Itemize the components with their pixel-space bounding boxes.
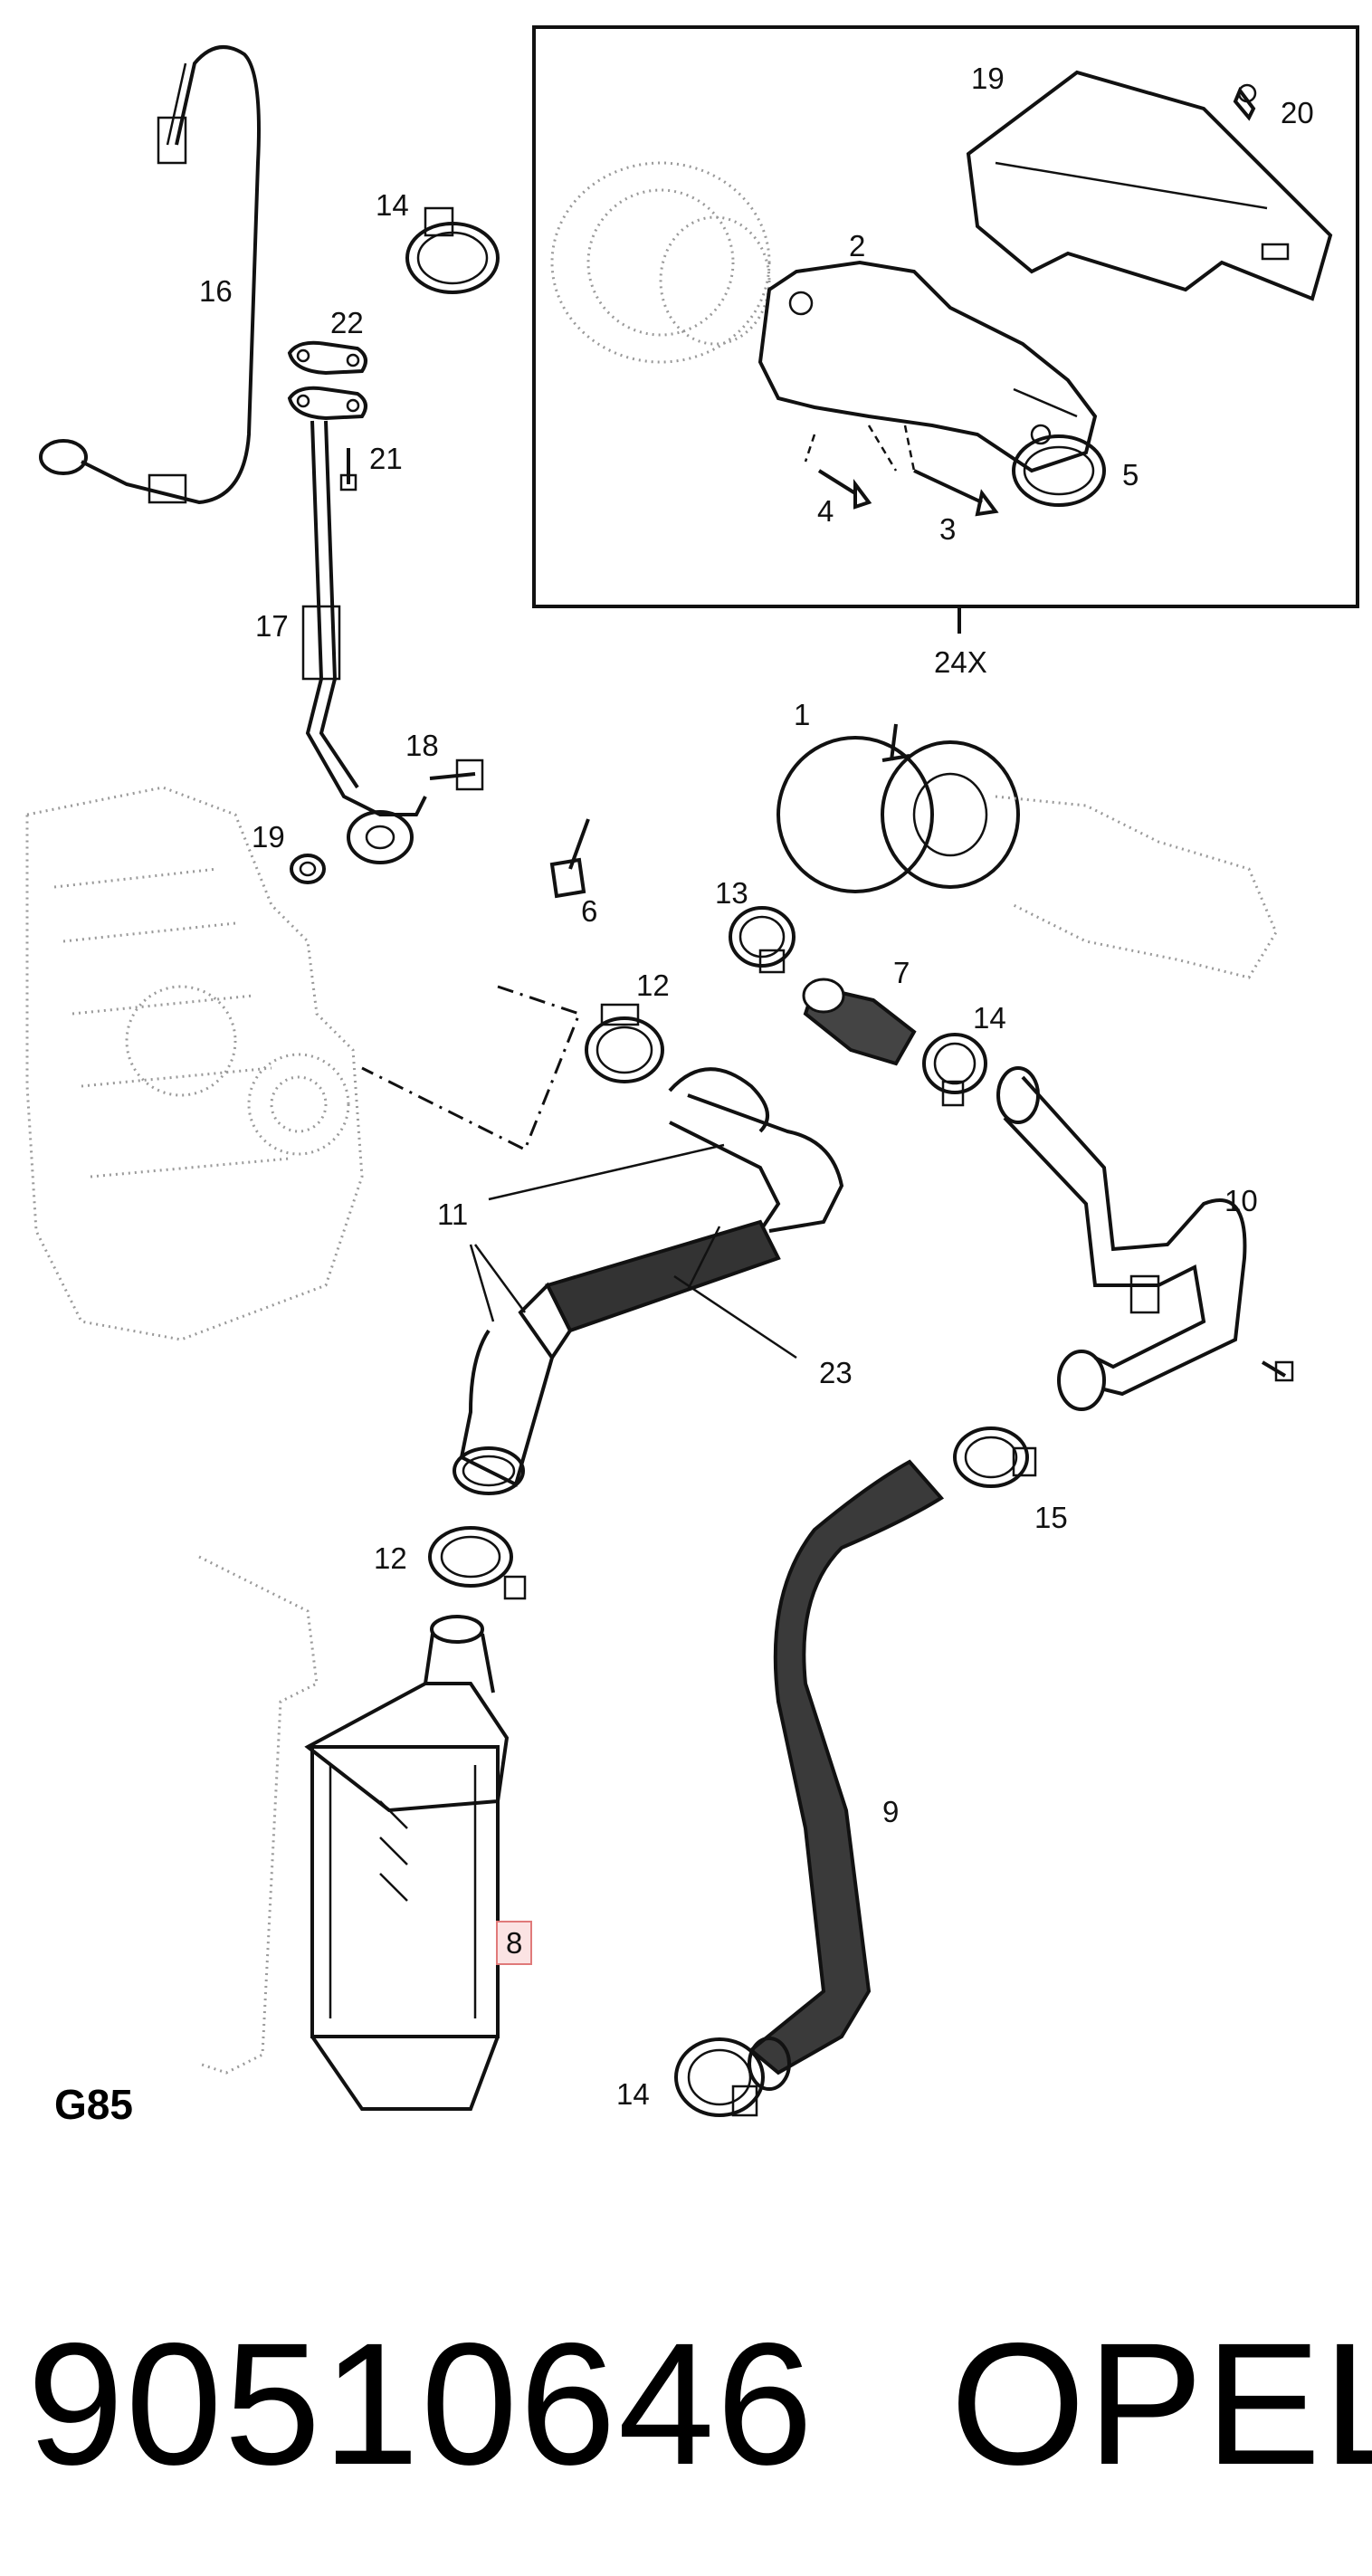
charge-air-pipe-part-11: [453, 1067, 844, 1495]
heat-shield-part-22: [966, 70, 1333, 301]
bolt-part-small-right: [1261, 1360, 1294, 1382]
callout-14-middle: 14: [973, 1001, 1006, 1035]
inset-turbo-outline: [550, 161, 771, 364]
callout-11: 11: [437, 1197, 469, 1231]
callout-3: 3: [939, 512, 957, 546]
callout-22: 19: [971, 62, 1005, 95]
turbo-elbow-part-2: [757, 260, 1098, 473]
callout-12-top: 12: [636, 968, 670, 1002]
callout-16: 17: [255, 609, 289, 643]
oil-feed-pipe-part-15: [39, 45, 261, 505]
hose-clamp-part-14-lower: [953, 1426, 1037, 1488]
callout-23: 20: [1281, 96, 1314, 129]
gasket-part-20: [287, 340, 367, 421]
callout-21: 23: [819, 1356, 853, 1389]
variant-label: 24X: [934, 645, 987, 679]
hose-clamp-part-13-lower: [674, 2037, 791, 2117]
callout-20: 22: [330, 306, 364, 339]
gasket-part-5: [1012, 434, 1106, 507]
turbocharger-part-1: [777, 723, 1278, 979]
callout-13-lower: 14: [616, 2077, 650, 2111]
callout-6: 6: [581, 894, 598, 928]
group-code: G85: [54, 2081, 133, 2128]
inset-frame: [532, 25, 1359, 608]
charge-air-pipe-part-10: [996, 1066, 1247, 1411]
hose-clamp-part-12-lower: [428, 1526, 527, 1600]
callout-4: 4: [817, 494, 834, 528]
hose-part-7: [802, 978, 917, 1066]
brand-name: OPEL: [950, 2306, 1372, 2501]
callout-17: 18: [405, 729, 439, 762]
banjo-bolt-part-17: [429, 758, 484, 791]
callout-14-lower: 15: [1034, 1501, 1068, 1534]
callout-10: 10: [1224, 1184, 1258, 1217]
bolt-part-3: [913, 469, 999, 517]
callout-7: 7: [893, 956, 910, 989]
callout-1: 1: [794, 698, 811, 731]
bolt-part-19: [339, 448, 357, 491]
callout-13-top: 13: [715, 876, 748, 910]
callout-9: 9: [882, 1795, 900, 1828]
hose-clamp-part-14-middle: [922, 1033, 987, 1107]
callout-12-lower: 12: [374, 1541, 407, 1575]
washer-part-18: [290, 854, 326, 884]
callout-8-highlighted[interactable]: 8: [496, 1921, 533, 1965]
bolt-part-6: [549, 818, 590, 899]
hose-clamp-part-12-top: [585, 1003, 664, 1083]
callout-5: 5: [1122, 458, 1139, 491]
engine-block-outline: [25, 786, 364, 1341]
callout-14-top: 14: [376, 188, 409, 222]
intercooler-part-8: [198, 1555, 510, 2111]
part-number: 90510646: [27, 2306, 815, 2501]
hose-part-9: [748, 1459, 945, 2075]
callout-15: 16: [199, 274, 233, 308]
callout-2: 2: [849, 229, 866, 262]
oil-return-pipe-part-16: [301, 420, 427, 864]
callout-18: 19: [252, 820, 285, 854]
bolt-part-4: [817, 469, 872, 510]
hose-clamp-part-13-top: [729, 906, 796, 974]
hose-clamp-part-14-top: [405, 206, 500, 294]
callout-19: 21: [369, 442, 403, 475]
bolt-part-23: [1233, 83, 1257, 121]
